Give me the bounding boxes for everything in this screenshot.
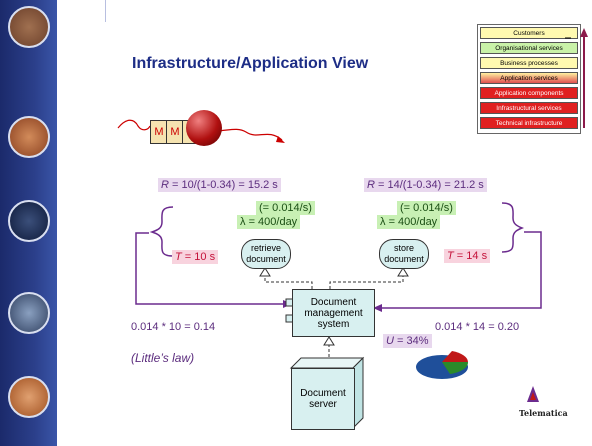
layer-infrastructural-services: Infrastructural services: [480, 102, 578, 114]
layer-application-components: Application components: [480, 87, 578, 99]
left-response-time: R = 10/(1-0.34) = 15.2 s: [158, 178, 281, 192]
layer-business-processes: Business processes: [480, 57, 578, 69]
right-lambda: λ = 400/day: [377, 215, 441, 229]
left-calculation: 0.014 * 10 = 0.14: [131, 321, 216, 333]
layer-organisational-services: Organisational services: [480, 42, 578, 54]
right-feedback-line: [378, 231, 542, 309]
right-feedback-arrowhead: [373, 304, 382, 312]
decorative-sidebar: [0, 0, 57, 446]
document-server-node: Document server: [291, 368, 355, 430]
right-brace: [501, 202, 525, 253]
store-realisation-arrowhead: [397, 267, 409, 277]
R-symbol-left: R: [161, 179, 169, 191]
lambda-symbol-right: λ: [380, 216, 386, 228]
top-divider: [105, 0, 106, 22]
right-T-value: = 14 s: [456, 250, 488, 262]
layer-customers: Customers: [480, 27, 578, 39]
utilization-label: U = 34%: [383, 334, 432, 348]
retrieve-realisation-line: [264, 272, 313, 289]
right-response-time: R = 14/(1-0.34) = 21.2 s: [364, 178, 487, 192]
decor-image-2: [8, 116, 50, 158]
right-calculation: 0.014 * 14 = 0.20: [435, 321, 520, 333]
left-T-value: = 10 s: [184, 251, 216, 263]
retrieve-realisation-arrowhead: [259, 267, 271, 277]
store-realisation-line: [329, 272, 404, 289]
right-lambda-value: = 400/day: [388, 216, 438, 228]
left-R-value: = 10/(1-0.34) = 15.2 s: [172, 179, 278, 191]
left-lambda: λ = 400/day: [237, 215, 301, 229]
telematica-logo-inner: [530, 392, 536, 400]
decor-image-1: [8, 6, 50, 48]
left-brace: [149, 206, 174, 257]
layer-application-services: Application services: [480, 72, 578, 84]
queue-in-arrow: [117, 119, 151, 131]
queue-out-arrowhead: [276, 136, 285, 143]
decor-image-5: [8, 376, 50, 418]
R-symbol-right: R: [367, 179, 375, 191]
left-lambda-value: = 400/day: [248, 216, 298, 228]
left-processing-time: T = 10 s: [172, 250, 219, 264]
T-symbol-right: T: [447, 250, 454, 262]
node-realisation-arrowhead: [323, 336, 335, 346]
page-title: Infrastructure/Application View: [132, 55, 369, 72]
retrieve-document-service: retrieve document: [241, 239, 291, 269]
left-feedback-line: [135, 232, 287, 305]
U-symbol: U: [386, 335, 394, 347]
T-symbol-left: T: [175, 251, 182, 263]
littles-law-note: (Little’s law): [131, 351, 195, 365]
server-sphere: [186, 110, 222, 146]
pie-slice-green: [442, 362, 469, 374]
utilization-value: = 34%: [397, 335, 429, 347]
telematica-logo: Telematica: [519, 408, 568, 418]
right-processing-time: T = 14 s: [444, 249, 491, 263]
left-rate: (= 0.014/s): [256, 201, 315, 215]
decor-image-4: [8, 292, 50, 334]
document-management-system-component: Document management system: [292, 289, 375, 337]
lambda-symbol-left: λ: [240, 216, 246, 228]
store-document-service: store document: [379, 239, 429, 269]
layer-stack-arrowhead: [580, 28, 588, 37]
pie-slice-red: [442, 351, 468, 362]
right-R-value: = 14/(1-0.34) = 21.2 s: [378, 179, 484, 191]
node-top-face: [289, 357, 365, 369]
layer-stack-diagram: Customers Organisational services Busine…: [477, 24, 581, 134]
decor-image-3: [8, 200, 50, 242]
layer-technical-infrastructure: Technical infrastructure: [480, 117, 578, 129]
right-rate: (= 0.014/s): [397, 201, 456, 215]
